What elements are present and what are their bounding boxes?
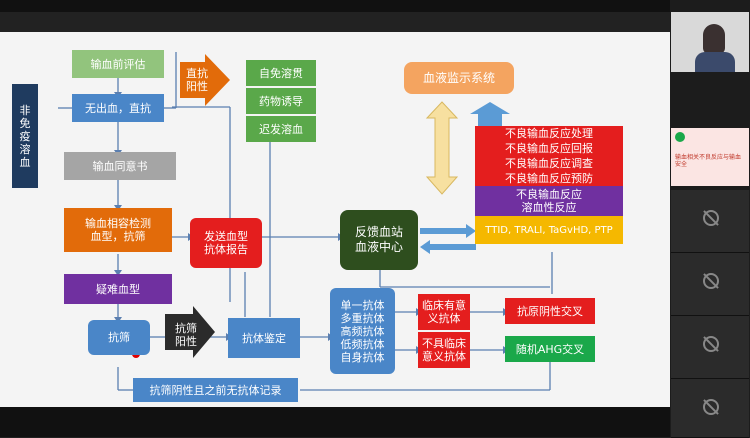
screen-positive-label: 抗筛 阳性 bbox=[175, 322, 197, 348]
autoimmune-box: 自免溶贯 bbox=[246, 60, 316, 86]
camera-off-icon bbox=[703, 399, 719, 415]
drug-induced-box: 药物诱导 bbox=[246, 88, 316, 114]
pre-eval-box: 输血前评估 bbox=[72, 50, 164, 78]
adverse-item: 不良输血反应回报 bbox=[475, 141, 623, 156]
participant-tile[interactable] bbox=[671, 253, 749, 316]
speaker-body bbox=[695, 52, 735, 72]
antibody-id-box: 抗体鉴定 bbox=[228, 318, 300, 358]
screen-neg-note: 抗筛阴性且之前无抗体记录 bbox=[133, 378, 298, 402]
no-bleed-box: 无出血，直抗 bbox=[72, 94, 164, 122]
adverse-item: 不良输血反应调查 bbox=[475, 156, 623, 171]
clinical-sig-box: 临床有意 义抗体 bbox=[418, 294, 470, 330]
feedback-center-box: 反馈血站 血液中心 bbox=[340, 210, 418, 270]
dat-positive-label: 直抗 阳性 bbox=[186, 67, 208, 93]
slide-bottom-bar bbox=[0, 407, 670, 437]
compat-test-box: 输血相容检测 血型，抗筛 bbox=[64, 208, 172, 252]
monitor-double-arrow bbox=[425, 101, 459, 195]
speaker-avatar bbox=[703, 24, 725, 54]
left-arrow-icon bbox=[420, 240, 476, 254]
monitor-system-box: 血液监示系统 bbox=[404, 62, 514, 94]
adverse-reaction-stack: 不良输血反应处理 不良输血反应回报 不良输血反应调查 不良输血反应预防 不良输血… bbox=[475, 126, 623, 250]
mini-slide-title: 输血相关不良反应与输血安全 bbox=[675, 154, 742, 168]
right-arrow-icon bbox=[420, 224, 476, 238]
dat-positive-arrow bbox=[180, 54, 230, 106]
delayed-hemolysis-box: 迟发溶血 bbox=[246, 116, 316, 142]
antigen-neg-cross-box: 抗原阴性交叉 bbox=[505, 298, 595, 324]
screen-positive-arrow bbox=[165, 306, 215, 358]
participant-tile[interactable] bbox=[671, 316, 749, 379]
antibody-types-box: 单一抗体 多重抗体 高频抗体 低频抗体 自身抗体 bbox=[330, 288, 395, 374]
send-report-box: 发送血型 抗体报告 bbox=[190, 218, 262, 268]
difficult-type-box: 疑难血型 bbox=[64, 274, 172, 304]
reaction-types-box: TTID, TRALI, TaGvHD, PTP bbox=[475, 216, 623, 244]
presentation-slide: 输血前评估 无出血，直抗 非 免 疫 溶 血 输血同意书 输血相容检测 血型，抗… bbox=[0, 32, 670, 407]
non-clinical-sig-box: 不具临床 意义抗体 bbox=[418, 332, 470, 368]
participant-tile[interactable] bbox=[671, 190, 749, 253]
top-bar bbox=[0, 0, 750, 12]
consent-box: 输血同意书 bbox=[64, 152, 176, 180]
up-arrow-icon bbox=[470, 102, 510, 127]
speaker-video[interactable] bbox=[671, 12, 749, 72]
adverse-item: 不良输血反应处理 bbox=[475, 126, 623, 141]
hemolytic-reaction-box: 不良输血反应 溶血性反应 bbox=[475, 186, 623, 216]
participant-tile[interactable] bbox=[671, 379, 749, 438]
camera-off-icon bbox=[703, 210, 719, 226]
screen-box: 抗筛 bbox=[88, 320, 150, 355]
camera-off-icon bbox=[703, 273, 719, 289]
random-ahg-cross-box: 随机AHG交叉 bbox=[505, 336, 595, 362]
adverse-item: 不良输血反应预防 bbox=[475, 171, 623, 186]
non-immune-box: 非 免 疫 溶 血 bbox=[12, 84, 38, 188]
logo-icon bbox=[675, 132, 685, 142]
flow-connectors bbox=[58, 52, 553, 391]
shared-slide-thumbnail[interactable]: 输血相关不良反应与输血安全 bbox=[671, 128, 749, 186]
camera-off-icon bbox=[703, 336, 719, 352]
